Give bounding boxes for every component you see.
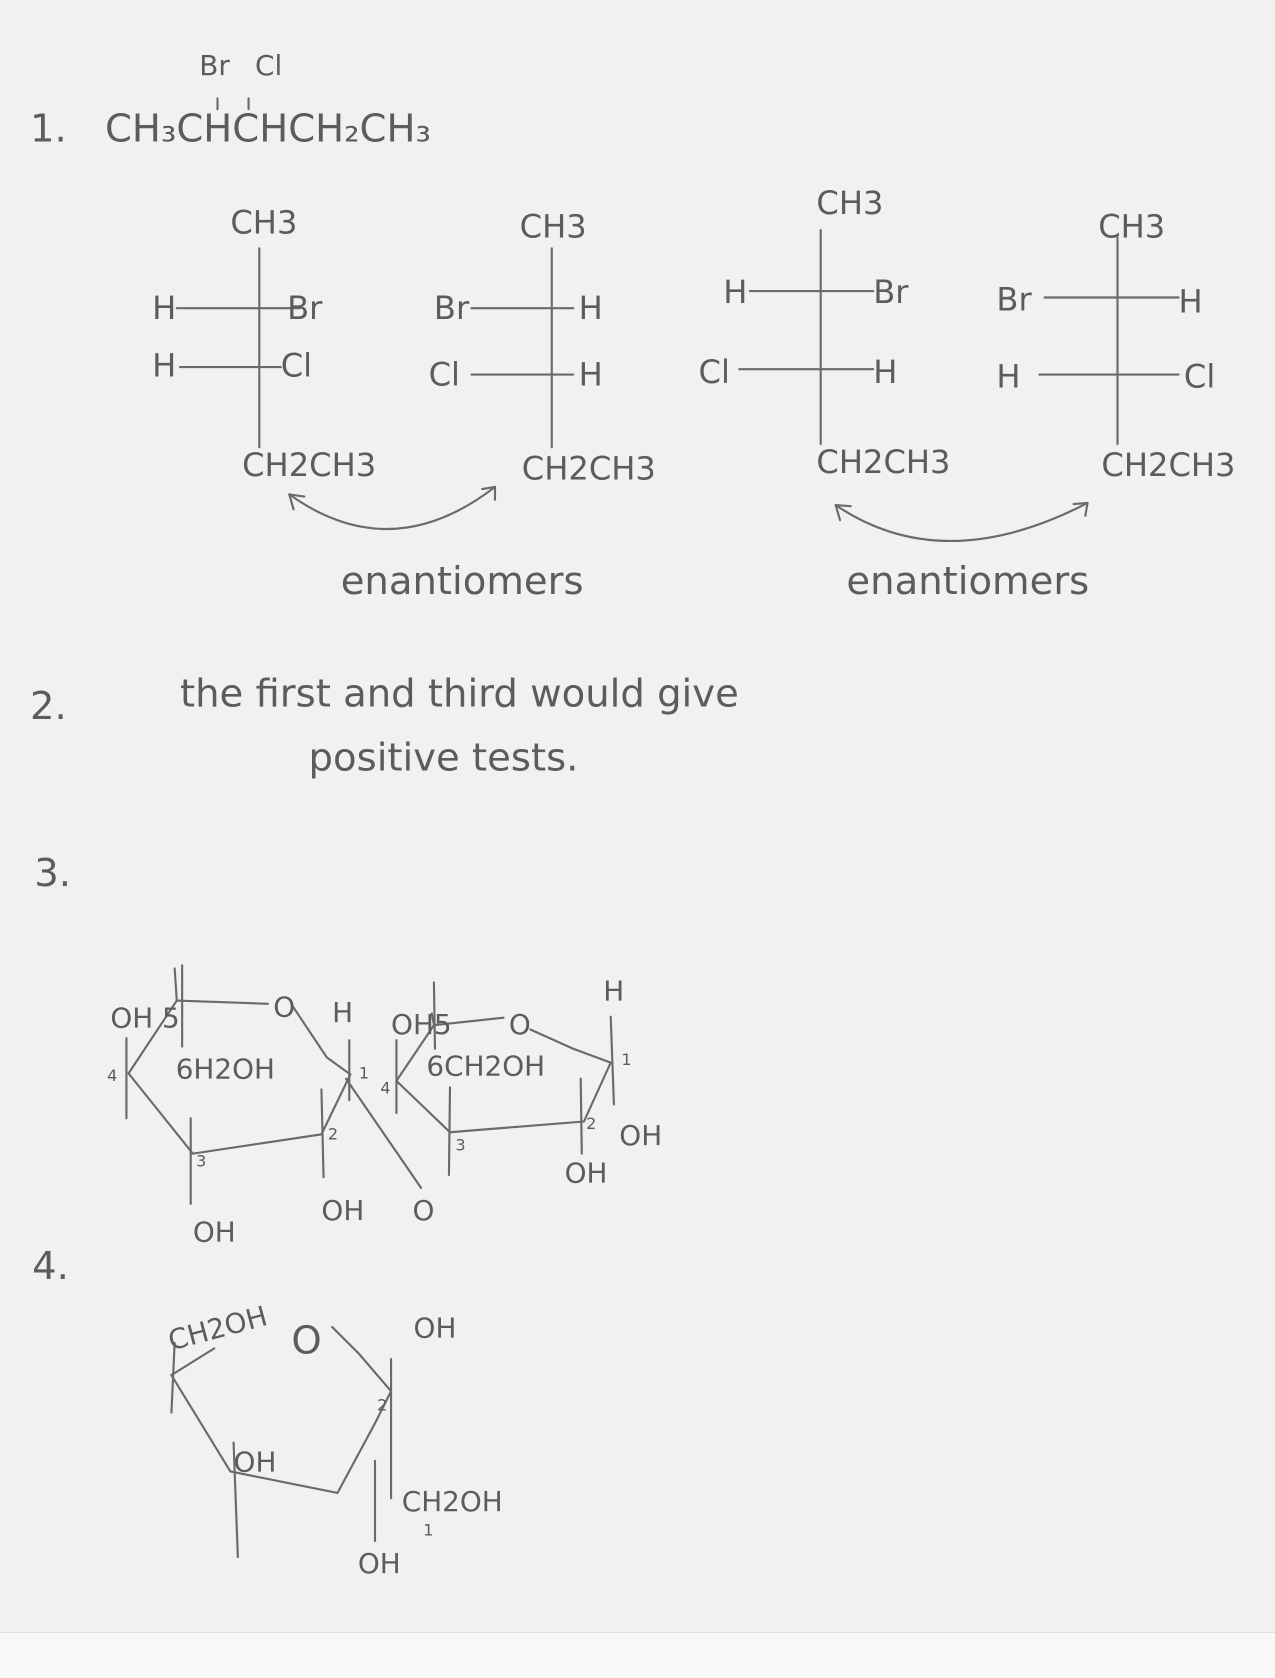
fischer-top: CH3 xyxy=(520,208,587,246)
fischer-bottom: CH2CH3 xyxy=(816,443,950,481)
fischer-r2-left: Cl xyxy=(429,355,460,393)
fischer-bottom: CH2CH3 xyxy=(242,446,376,484)
ch2oh-right: CH2OH xyxy=(402,1485,503,1518)
ring2-oh1: OH xyxy=(619,1119,662,1152)
problem-3-number: 3. xyxy=(34,851,71,896)
problem-4-number: 4. xyxy=(32,1244,69,1289)
fischer-top: CH3 xyxy=(1098,208,1165,246)
ring2-ring-oxygen: O xyxy=(509,1008,531,1041)
ring1-c1: 1 xyxy=(359,1064,369,1083)
problem-2-answer-line2: positive tests. xyxy=(309,736,579,781)
oh-top: OH xyxy=(414,1312,457,1345)
furanose-structure: CH2OH O OH 2 OH OH CH2OH 1 xyxy=(165,1299,503,1580)
fischer-bottom: CH2CH3 xyxy=(1101,446,1235,484)
ring2-c4: 4 xyxy=(380,1079,390,1098)
fischer-projection-1: CH3 H Br H Cl CH2CH3 xyxy=(152,203,376,484)
ring2-c1: 1 xyxy=(621,1050,631,1069)
c1-ch2oh-label: CH2OH xyxy=(165,1299,271,1357)
ring1-c2: 2 xyxy=(328,1125,338,1144)
oh-bottom: OH xyxy=(358,1547,401,1580)
c1-number: 1 xyxy=(423,1521,433,1540)
fischer-top: CH3 xyxy=(230,203,297,241)
problem-2-answer-line1: the first and third would give xyxy=(180,671,739,716)
br-substituent: Br xyxy=(199,49,230,82)
fischer-r2-right: Cl xyxy=(281,347,312,385)
ring1-h1: H xyxy=(332,996,353,1029)
fischer-r1-right: Br xyxy=(873,273,909,311)
fischer-r1-right: H xyxy=(1179,283,1203,321)
ring-oxygen: O xyxy=(291,1319,321,1364)
fischer-r2-left: H xyxy=(996,357,1020,395)
ring1-oh3: OH xyxy=(193,1215,236,1248)
fischer-r1-right: H xyxy=(579,289,603,327)
ring1-c4: 4 xyxy=(107,1066,117,1085)
fischer-projection-2: CH3 Br H Cl H CH2CH3 xyxy=(429,208,656,488)
fischer-r1-left: Br xyxy=(996,280,1032,318)
fischer-r2-right: Cl xyxy=(1184,357,1215,395)
fischer-r2-right: H xyxy=(579,355,603,393)
fischer-top: CH3 xyxy=(816,184,883,222)
ring1-oh5: OH 5 xyxy=(110,1001,179,1034)
ring1-ch2oh: 6H2OH xyxy=(176,1053,275,1086)
ring1-ring-oxygen: O xyxy=(273,991,295,1024)
scan-bottom-margin xyxy=(0,1632,1275,1678)
fischer-bottom: CH2CH3 xyxy=(522,449,656,487)
fischer-projection-3: CH3 H Br Cl H CH2CH3 xyxy=(699,184,951,481)
ring2-oh5: OH5 xyxy=(391,1008,452,1041)
c2-number: 2 xyxy=(377,1395,387,1414)
ring2-h1: H xyxy=(603,975,624,1008)
ring2-ch2oh: 6CH2OH xyxy=(426,1050,545,1083)
fischer-r2-right: H xyxy=(873,353,897,391)
fischer-r2-left: Cl xyxy=(699,353,730,391)
ring2-c3: 3 xyxy=(455,1135,465,1154)
fischer-r1-left: H xyxy=(152,289,176,327)
enantiomers-label-left: enantiomers xyxy=(341,559,584,604)
oh-left: OH xyxy=(234,1445,277,1478)
ring1-c3: 3 xyxy=(196,1151,206,1170)
disaccharide-structure: OH 5 4 6H2OH 3 OH O H 1 2 OH O OH5 4 6CH… xyxy=(107,964,662,1248)
problem-2-number: 2. xyxy=(30,684,67,729)
cl-substituent: Cl xyxy=(255,49,282,82)
fischer-projection-4: CH3 Br H H Cl CH2CH3 xyxy=(996,208,1235,485)
fischer-r1-left: Br xyxy=(434,289,470,327)
ring2-c2: 2 xyxy=(586,1114,596,1133)
enantiomers-label-right: enantiomers xyxy=(846,559,1089,604)
problem-1-number: 1. xyxy=(30,106,67,151)
fischer-r1-right: Br xyxy=(287,289,323,327)
condensed-formula: CH₃CHCHCH₂CH₃ xyxy=(105,106,431,151)
problem-1-formula: 1. CH₃CHCHCH₂CH₃ Br Cl xyxy=(30,49,431,151)
enantiomer-arrow-right xyxy=(834,501,1089,542)
glycosidic-oxygen: O xyxy=(413,1194,435,1227)
ring1-oh2: OH xyxy=(321,1194,364,1227)
fischer-r1-left: H xyxy=(723,273,747,311)
enantiomer-arrow-left xyxy=(288,485,497,530)
ring2-oh2: OH xyxy=(565,1157,608,1190)
fischer-r2-left: H xyxy=(152,347,176,385)
